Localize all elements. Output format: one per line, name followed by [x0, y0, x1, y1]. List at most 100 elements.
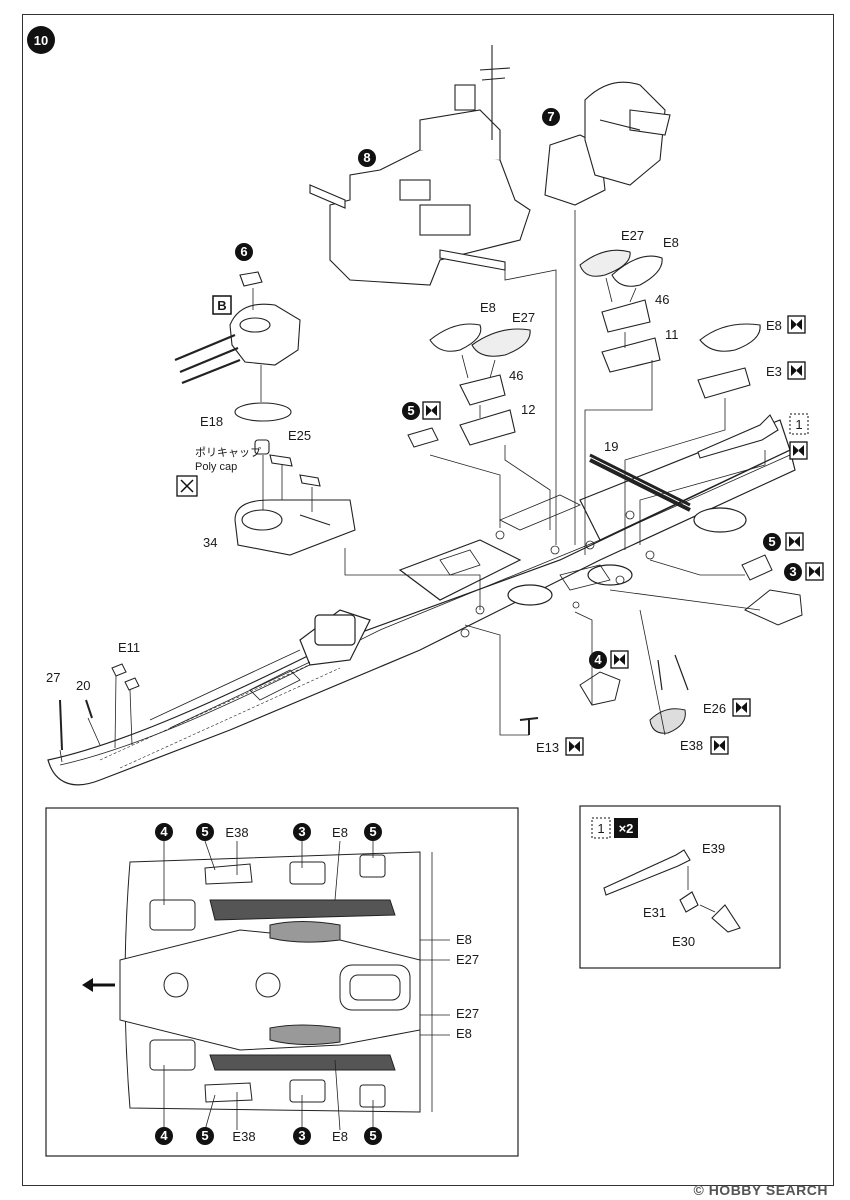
svg-text:E31: E31	[643, 905, 666, 920]
svg-text:12: 12	[521, 402, 535, 417]
svg-text:3: 3	[298, 1128, 305, 1143]
pair-mark-icon	[732, 698, 751, 717]
page-frame	[22, 14, 834, 1186]
svg-text:Poly cap: Poly cap	[195, 461, 237, 473]
boat-group-right	[579, 249, 761, 399]
svg-text:E8: E8	[332, 825, 348, 840]
svg-text:E38: E38	[680, 738, 703, 753]
svg-text:E27: E27	[456, 1006, 479, 1021]
svg-text:E27: E27	[512, 310, 535, 325]
plan-view-right-labels: E8 E27 E27 E8	[456, 932, 479, 1041]
svg-text:4: 4	[160, 1128, 168, 1143]
svg-text:E27: E27	[456, 952, 479, 967]
inset-box-1	[591, 817, 611, 839]
boat-group-left	[429, 323, 531, 446]
svg-text:5: 5	[201, 1128, 208, 1143]
boat-group-left-leaders	[461, 354, 496, 418]
svg-text:3: 3	[298, 824, 305, 839]
parts-e26	[657, 654, 689, 691]
svg-text:46: 46	[655, 292, 669, 307]
svg-text:5: 5	[201, 824, 208, 839]
watermark-mark: ©	[693, 1182, 705, 1198]
svg-text:E8: E8	[766, 318, 782, 333]
svg-text:ポリキャップ: ポリキャップ	[195, 446, 261, 459]
callout-8	[358, 149, 376, 167]
secondary-turret-left	[407, 427, 439, 448]
callout-7	[542, 108, 560, 126]
ship-hull	[47, 419, 796, 786]
svg-text:6: 6	[240, 244, 247, 259]
assembly-leaders	[59, 210, 766, 763]
svg-text:E38: E38	[225, 825, 248, 840]
pair-mark-icon	[787, 361, 806, 380]
part-e13	[519, 717, 539, 735]
svg-text:5: 5	[407, 403, 414, 418]
callout-6	[235, 243, 253, 261]
plan-view-ship	[119, 851, 421, 1113]
svg-text:E30: E30	[672, 934, 695, 949]
svg-text:E3: E3	[766, 364, 782, 379]
bow-parts	[59, 663, 140, 751]
callout-5-left	[402, 402, 420, 420]
svg-text:E8: E8	[456, 932, 472, 947]
svg-text:7: 7	[547, 109, 554, 124]
multiplier-badge	[614, 818, 638, 838]
svg-text:E39: E39	[702, 841, 725, 856]
pair-mark-icon	[565, 737, 584, 756]
crane-inset-leaders	[687, 866, 716, 913]
svg-text:1: 1	[597, 821, 604, 836]
svg-text:5: 5	[369, 1128, 376, 1143]
callout-4	[589, 651, 607, 669]
pair-mark-icon	[710, 736, 729, 755]
rail-19	[589, 458, 691, 512]
svg-text:27: 27	[46, 670, 60, 685]
crane-inset-parts	[603, 849, 741, 933]
svg-text:E13: E13	[536, 740, 559, 755]
svg-text:E8: E8	[663, 235, 679, 250]
svg-text:×2: ×2	[619, 821, 634, 836]
svg-text:5: 5	[768, 534, 775, 549]
svg-text:34: 34	[203, 535, 217, 550]
plan-view-bottom-labels: 4 5 E38 3 E8 5	[155, 1127, 382, 1145]
svg-text:E8: E8	[456, 1026, 472, 1041]
pair-mark-icon	[422, 401, 441, 420]
part-b-box	[212, 295, 232, 315]
svg-text:E38: E38	[232, 1129, 255, 1144]
pair-mark-icon	[805, 562, 824, 581]
svg-text:5: 5	[369, 824, 376, 839]
svg-text:E8: E8	[332, 1129, 348, 1144]
boat-group-right-leaders	[605, 277, 637, 348]
watermark: © HOBBY SEARCH	[693, 1182, 828, 1198]
no-glue-icon	[176, 475, 198, 497]
svg-text:46: 46	[509, 368, 523, 383]
direction-arrow-head	[82, 978, 93, 992]
svg-text:1: 1	[795, 417, 802, 432]
svg-text:E25: E25	[288, 428, 311, 443]
deck-details	[149, 453, 691, 729]
turret-3-part	[744, 589, 803, 626]
svg-text:E27: E27	[621, 228, 644, 243]
svg-text:4: 4	[160, 824, 168, 839]
secondary-turret-right	[741, 554, 773, 581]
svg-text:3: 3	[789, 564, 796, 579]
pair-mark-icon	[787, 315, 806, 334]
svg-text:19: 19	[604, 439, 618, 454]
pair-mark-icon	[785, 532, 804, 551]
svg-text:B: B	[217, 298, 226, 313]
step-number-badge	[27, 26, 55, 54]
svg-text:20: 20	[76, 678, 90, 693]
crane-part	[697, 414, 779, 459]
callout-3	[784, 563, 802, 581]
boat-e38	[649, 708, 686, 734]
watermark-text: HOBBY SEARCH	[708, 1182, 828, 1198]
svg-text:E18: E18	[200, 414, 223, 429]
callout-5-right	[763, 533, 781, 551]
svg-text:E8: E8	[480, 300, 496, 315]
turret-b-assembly	[174, 271, 356, 556]
pair-mark-icon	[789, 441, 808, 460]
step-number: 10	[34, 33, 48, 48]
svg-text:8: 8	[363, 150, 370, 165]
plan-view-top-labels: 4 5 E38 3 E8 5	[155, 823, 382, 841]
svg-text:E11: E11	[118, 640, 140, 655]
